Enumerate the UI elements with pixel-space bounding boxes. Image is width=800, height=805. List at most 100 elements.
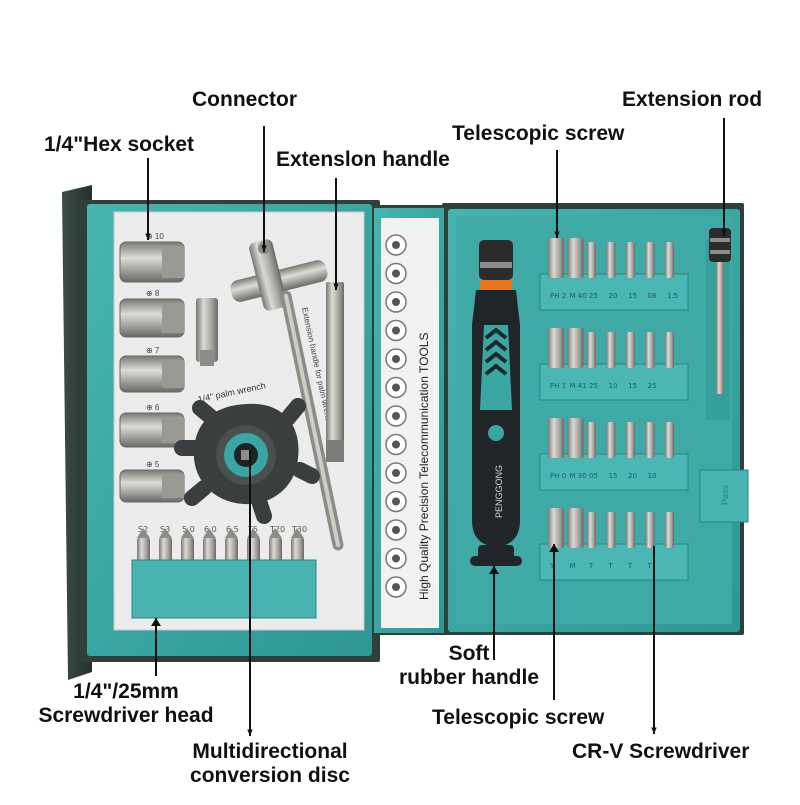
hex-socket-band [162,474,184,498]
hex-bit-tip [291,528,304,538]
precision-bit [665,242,674,278]
bit-holder-strip [539,363,689,401]
bit-holder-strip [539,273,689,311]
precision-bit-mark: M [570,562,576,570]
label-extension-handle: Extenslon handle [276,148,450,171]
precision-bit [645,242,655,278]
strip-icon-center [392,355,400,363]
hex-socket-size: ⊕ 5 [146,460,160,469]
precision-bit [606,242,616,278]
precision-bit [587,242,596,278]
precision-bit [645,422,655,458]
label-soft-rubber-handle: Soft rubber handle [374,642,564,690]
strip-print-text: High Quality Precision Telecommunication… [417,333,431,600]
strip-icon-center [392,241,400,249]
leader-extension-rod-arrow [721,229,727,236]
hex-socket-band [162,246,184,278]
hex-bit-tip [181,528,194,538]
hex-bit-tip [225,528,238,538]
leader-crv-screwdriver-arrow [651,727,657,734]
hex-socket-band [162,417,184,443]
driver-brand-print: PENGGONG [494,465,504,518]
strip-icon-center [392,269,400,278]
hex-bit-mark: 6.0 [204,525,217,534]
precision-bit-mark: M 30 [570,472,587,480]
label-connector: Connector [192,88,297,111]
precision-bit [548,328,564,368]
precision-bit [606,332,616,368]
hex-bit-mark: 5.0 [182,525,195,534]
precision-bit-mark: 25 [589,292,598,300]
precision-bit [626,332,635,368]
lid-clip-mark: Pass [720,484,730,505]
leader-conversion-disc-arrow [247,729,253,736]
precision-bit [567,508,584,548]
label-conversion-disc-line1: Multidirectional [192,740,348,763]
strip-icon-center [392,383,400,392]
hex-socket-size: ⊕ 10 [146,232,164,241]
precision-bit-mark: 08 [648,292,657,300]
label-screwdriver-head-line2: Screwdriver head [38,704,214,728]
hex-bit-rack: S2S35.06.06.5T5T20T30 [131,525,317,619]
bit-holder-strip [539,543,689,581]
leader-telescopic-bottom-arrow-up [549,544,559,552]
strip-icon-center [392,298,400,306]
precision-bit [587,512,596,548]
label-screwdriver-head: 1/4"/25mm Screwdriver head [8,680,244,728]
precision-bit-mark: PH 2 [550,292,566,300]
hex-socket-size: ⊕ 7 [146,346,160,355]
precision-bit-mark: T [647,562,653,570]
leader-screwdriver-head-arrow-up [151,618,161,626]
precision-bit [567,238,584,278]
precision-bit-mark: 15 [628,292,637,300]
socket-adapter [196,298,218,366]
lid-clip [699,469,749,523]
precision-bit-mark: 05 [589,472,598,480]
hex-bit-tip [159,528,172,538]
strip-icon-center [392,326,400,335]
hex-bit-tip [137,528,150,538]
hex-socket-band [162,360,184,388]
hex-socket-band [162,303,184,333]
hex-bit-mark: 6.5 [226,525,239,534]
hex-bit-tip [269,528,282,538]
screwdriver-handle: PENGGONG [470,240,522,566]
precision-bit [665,332,674,368]
extension-rod [709,228,731,394]
precision-bit-mark: 1.5 [667,292,678,300]
strip-icon-center [392,526,400,534]
precision-bit [548,418,564,458]
hex-bit-mark: T30 [291,525,307,534]
hex-socket-size: ⊕ 6 [146,403,160,412]
precision-bit-mark: 15 [609,472,618,480]
precision-bit-mark: 25 [648,382,657,390]
precision-bit [645,332,655,368]
label-conversion-disc: Multidirectional conversion disc [160,740,380,788]
precision-bit [567,328,584,368]
leader-connector-arrow [261,245,267,252]
leader-hex-socket-arrow [145,233,151,240]
label-telescopic-screw-bottom: Telescopic screw [432,706,605,729]
precision-bit [587,422,596,458]
hex-socket-set: ⊕ 10⊕ 8⊕ 7⊕ 6⊕ 5 [119,232,185,503]
extension-handle [326,282,344,462]
precision-bit-mark: PH 0 [550,472,566,480]
precision-bit [606,422,616,458]
precision-bit [665,512,674,548]
precision-bit [606,512,616,548]
hex-bit-tip [203,528,216,538]
annotation-leaders [145,118,727,736]
precision-bit-mark: 10 [648,472,657,480]
label-soft-line1: Soft [448,642,490,665]
label-extension-rod: Extension rod [622,88,763,111]
precision-bit-mark: M 40 [570,292,587,300]
palm-wrench: 1/4" palm wrench [174,380,320,524]
precision-bit [645,512,655,548]
precision-bit-mark: PH 1 [550,382,566,390]
leader-extension-handle-arrow [333,283,339,290]
precision-bit-mark: T [627,562,633,570]
precision-bit-mark: 15 [628,382,637,390]
precision-bit-mark: T [588,562,594,570]
